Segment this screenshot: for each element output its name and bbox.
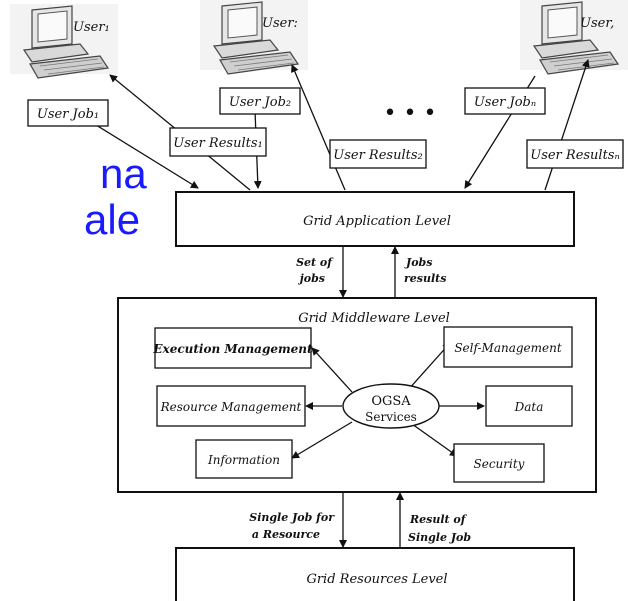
user-job-n-label: User Jobₙ (474, 95, 536, 110)
data-label: Data (514, 400, 544, 414)
ogsa-to-security-arrow (411, 423, 458, 457)
background-text-2: ale (84, 196, 140, 243)
user-3-label: User, (580, 16, 614, 31)
grid-resources-level-box (175, 547, 575, 601)
information-box (195, 439, 293, 479)
user-results-1-box (169, 127, 267, 157)
result-single-job-label-2: Single Job (408, 531, 471, 544)
self-management-box (443, 326, 573, 368)
resource-management-label: Resource Management (160, 400, 302, 414)
grid-middleware-level-label: Grid Middleware Level (298, 311, 450, 326)
ogsa-to-execution-arrow (311, 347, 353, 393)
execution-management-label: Execution Management (152, 342, 313, 356)
result-single-job-label-1: Result of (409, 513, 468, 526)
user-results-n-label: User Resultsₙ (530, 148, 620, 163)
computer-icon (200, 0, 308, 75)
user-results-2-arrow (291, 64, 346, 191)
user-job-2-box (219, 87, 301, 115)
data-box (485, 385, 573, 427)
user-results-2-box (329, 139, 427, 169)
user-results-1-label: User Results₁ (173, 136, 262, 151)
single-job-label-1: Single Job for (249, 511, 335, 524)
user-job-1-box (27, 99, 109, 127)
information-label: Information (207, 453, 280, 467)
user-job-1-arrow (87, 119, 199, 189)
security-box (453, 443, 545, 483)
user-results-n-box (526, 139, 624, 169)
ogsa-to-self-management-arrow (407, 342, 451, 391)
execution-management-box (154, 327, 312, 369)
ogsa-services-ellipse (342, 383, 440, 429)
resource-management-box (156, 385, 306, 427)
jobs-results-label-2: results (404, 272, 446, 285)
computer-icon (520, 0, 628, 75)
ogsa-label-1: OGSA (371, 394, 411, 409)
single-job-label-2: a Resource (252, 528, 320, 541)
self-management-label: Self-Management (454, 341, 562, 355)
user-job-1-label: User Job₁ (37, 107, 99, 122)
grid-application-level-box (175, 191, 575, 247)
user-1-label: User₁ (73, 20, 110, 35)
background-text-1: na (100, 150, 147, 197)
ogsa-to-information-arrow (291, 421, 353, 459)
ogsa-label-2: Services (365, 410, 417, 424)
more-users-ellipsis: • • • (384, 101, 437, 126)
user-job-2-label: User Job₂ (229, 95, 291, 110)
set-of-jobs-label-1: Set of (296, 256, 334, 269)
user-results-2-label: User Results₂ (333, 148, 422, 163)
computer-icon (10, 4, 118, 79)
set-of-jobs-label-2: jobs (298, 272, 325, 285)
grid-resources-level-label: Grid Resources Level (306, 572, 447, 587)
user-job-n-box (464, 87, 546, 115)
user-2-label: User: (262, 16, 298, 31)
user-results-n-arrow (544, 59, 590, 191)
jobs-results-label-1: Jobs (404, 256, 432, 269)
security-label: Security (474, 457, 525, 471)
grid-application-level-label: Grid Application Level (303, 214, 451, 229)
